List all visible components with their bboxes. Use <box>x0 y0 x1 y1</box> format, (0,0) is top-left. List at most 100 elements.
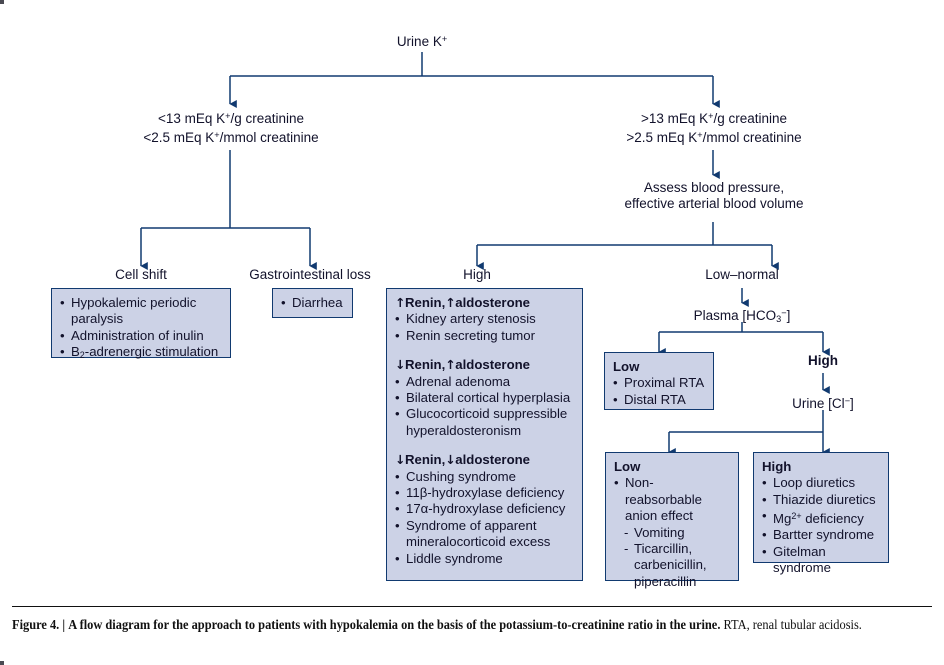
high-excretion-line1-pre: >13 mEq K <box>640 110 709 126</box>
low-excretion-line1-sup: + <box>225 111 231 121</box>
high-bp-group2-mid: Renin, <box>404 357 446 373</box>
box-high-blood-pressure: ↑Renin,↑aldosterone Kidney artery stenos… <box>386 288 583 581</box>
urine-cl-high-item-3: Mg2+ deficiency <box>762 508 880 527</box>
high-bp-group2-item-2: Bilateral cortical hyperplasia <box>395 390 574 407</box>
box-cell-shift: Hypokalemic periodic paralysis Administr… <box>51 288 231 360</box>
heading-bp-low-normal: Low–normal <box>705 267 779 282</box>
spacer <box>395 344 574 357</box>
node-plasma-hco3: Plasma [HCO3−] <box>672 305 812 327</box>
urine-cl-high-item-1: Loop diuretics <box>762 475 880 492</box>
node-high-excretion: >13 mEq K+/g creatinine >2.5 mEq K+/mmol… <box>583 108 845 146</box>
heading-bp-high: High <box>463 267 491 282</box>
node-urine-cl: Urine [Cl−] <box>763 393 883 412</box>
high-bp-group1-item-2: Renin secreting tumor <box>395 328 574 345</box>
urine-cl-low-sub-1: Vomiting <box>614 525 730 542</box>
urine-cl-high-item-3-post: deficiency <box>801 510 864 526</box>
urine-cl-low-item-1: Non-reabsorbable <box>614 475 730 508</box>
caption-abbreviations: RTA, renal tubular acidosis. <box>723 617 862 632</box>
node-urine-k-label: Urine K <box>396 33 442 49</box>
node-urine-k: Urine K+ <box>362 31 482 50</box>
urine-cl-low-sub-2-cont1: carbenicillin, <box>634 557 707 573</box>
heading-hco3-high: High <box>808 353 838 368</box>
high-excretion-line2-sup: + <box>697 129 703 140</box>
urine-cl-low-item-1-cont: anion effect <box>625 508 693 524</box>
box-hco3-low: Low Proximal RTA Distal RTA <box>604 352 714 410</box>
cell-shift-item-3-sub: 2 <box>79 350 85 361</box>
high-bp-group2-end: aldosterone <box>455 357 531 373</box>
up-arrow-icon: ↑ <box>445 295 456 310</box>
node-low-excretion: <13 mEq K+/g creatinine <2.5 mEq K+/mmol… <box>100 108 362 146</box>
urine-cl-low-sub-2: Ticarcillin, <box>614 541 730 558</box>
low-excretion-line2-sup: + <box>214 129 220 140</box>
plasma-hco3-sup: − <box>781 308 787 318</box>
hco3-low-item-1: Proximal RTA <box>613 375 705 392</box>
cell-shift-item-3-post: -adrenergic stimulation <box>84 344 219 360</box>
high-bp-group3-header: ↓Renin,↓aldosterone <box>395 452 574 468</box>
urine-cl-high-item-3-sup: 2+ <box>791 511 802 522</box>
assess-line2: effective arterial blood volume <box>624 196 804 211</box>
cell-shift-item-2: Administration of inulin <box>60 328 222 345</box>
urine-cl-high-item-5: Gitelman syndrome <box>762 544 880 577</box>
urine-cl-high-item-2: Thiazide diuretics <box>762 492 880 509</box>
high-excretion-line1-post: /g creatinine <box>713 110 788 126</box>
urine-cl-sup: − <box>844 396 851 406</box>
node-urine-k-sup: + <box>441 34 448 44</box>
cell-shift-item-3-pre: B <box>71 344 80 360</box>
high-bp-group3-mid: Renin, <box>404 452 446 468</box>
urine-cl-high-item-3-pre: Mg <box>773 510 792 526</box>
figure-caption: Figure 4. | A flow diagram for the appro… <box>12 616 879 633</box>
spacer <box>395 439 574 452</box>
low-excretion-line2-post: /mmol creatinine <box>219 129 319 145</box>
box-urine-cl-low: Low Non-reabsorbable anion effect Vomiti… <box>605 452 739 589</box>
plasma-hco3-pre: Plasma [HCO <box>693 307 777 323</box>
cell-shift-item-3: B2-adrenergic stimulation <box>60 344 222 364</box>
high-bp-group3-end: aldosterone <box>455 452 531 468</box>
high-bp-group1-item-1: Kidney artery stenosis <box>395 311 574 328</box>
assess-line1: Assess blood pressure, <box>643 180 785 195</box>
high-bp-group3-item-4: Syndrome of apparent <box>395 518 574 535</box>
gi-loss-item-1: Diarrhea <box>281 295 344 312</box>
hco3-low-item-2: Distal RTA <box>613 392 705 409</box>
flow-diagram: Urine K+ <13 mEq K+/g creatinine <2.5 mE… <box>0 0 944 595</box>
caption-figure-number: Figure 4. <box>12 617 60 632</box>
high-excretion-line1-sup: + <box>708 111 714 121</box>
caption-divider <box>12 606 932 607</box>
cell-shift-item-1: Hypokalemic periodic <box>60 295 222 312</box>
high-bp-group1-end: aldosterone <box>455 295 531 310</box>
up-arrow-icon: ↑ <box>395 295 405 310</box>
high-bp-group1-mid: Renin, <box>404 295 446 310</box>
high-bp-group3-item-3: 17α-hydroxylase deficiency <box>395 501 574 518</box>
low-excretion-line1-post: /g creatinine <box>230 110 305 126</box>
urine-cl-low-header: Low <box>614 459 641 474</box>
low-excretion-line1-pre: <13 mEq K <box>157 110 226 126</box>
crop-mark-top-left <box>0 0 4 4</box>
high-bp-group3-item-5: Liddle syndrome <box>395 551 574 568</box>
cell-shift-item-1-cont: paralysis <box>71 311 124 327</box>
caption-pipe: | <box>62 617 66 632</box>
down-arrow-icon: ↓ <box>395 452 405 468</box>
high-bp-group2-item-3: Glucocorticoid suppressible <box>395 406 574 423</box>
urine-cl-high-item-4: Bartter syndrome <box>762 527 880 544</box>
high-bp-group2-header: ↓Renin,↑aldosterone <box>395 357 574 373</box>
plasma-hco3-post: ] <box>786 307 791 323</box>
high-bp-group2-item-1: Adrenal adenoma <box>395 374 574 391</box>
low-excretion-line2-pre: <2.5 mEq K <box>143 129 215 145</box>
up-arrow-icon: ↑ <box>445 357 456 373</box>
hco3-low-header: Low <box>613 359 640 374</box>
high-excretion-line2-post: /mmol creatinine <box>702 129 802 145</box>
high-bp-group3-item-1: Cushing syndrome <box>395 469 574 486</box>
high-excretion-line2-pre: >2.5 mEq K <box>626 129 698 145</box>
urine-cl-high-header: High <box>762 459 792 474</box>
high-bp-group1-header: ↑Renin,↑aldosterone <box>395 295 574 311</box>
plasma-hco3-sub: 3 <box>776 314 782 325</box>
urine-cl-post: ] <box>850 395 854 411</box>
heading-cell-shift: Cell shift <box>115 267 167 282</box>
urine-cl-low-sub-2-cont2: piperacillin <box>634 573 697 589</box>
urine-cl-pre: Urine [Cl <box>792 395 845 411</box>
down-arrow-icon: ↓ <box>445 452 456 468</box>
box-urine-cl-high: High Loop diuretics Thiazide diuretics M… <box>753 452 889 575</box>
high-bp-group2-item-3-cont: hyperaldosteronism <box>406 422 522 438</box>
caption-title: A flow diagram for the approach to patie… <box>68 617 721 632</box>
crop-mark-bottom-left <box>0 661 4 665</box>
